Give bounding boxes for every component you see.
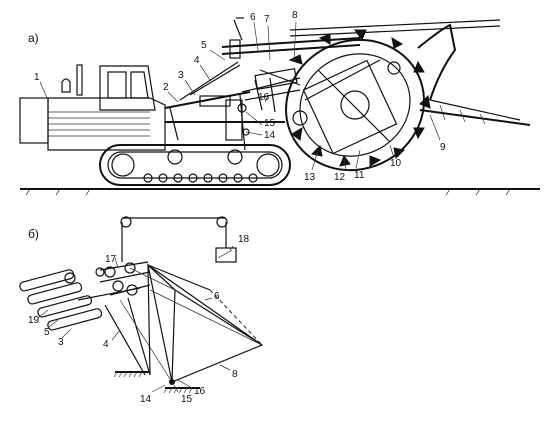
panel-a: а) (19, 10, 540, 196)
callout-b-14: 14 (140, 394, 152, 405)
boom-linkage (164, 17, 501, 151)
callout-2: 2 (163, 82, 169, 93)
callout-6: 6 (250, 12, 256, 23)
working-body-geometry (119, 263, 264, 383)
callout-11: 11 (354, 170, 365, 181)
hydraulic-cylinders (19, 267, 105, 331)
callout-3: 3 (178, 70, 184, 81)
trench-wheel (285, 29, 431, 172)
callout-13: 13 (304, 172, 316, 183)
tractor-body (19, 64, 166, 151)
frame-linkage (77, 261, 151, 376)
callout-17: 17 (105, 254, 117, 265)
callout-7: 7 (264, 14, 270, 25)
callout-b-8: 8 (232, 369, 238, 380)
panel-b: б) (19, 216, 264, 405)
callout-b-16: 16 (194, 386, 206, 397)
callout-5: 5 (201, 40, 207, 51)
ground-hatch-b (113, 371, 200, 394)
ground-hatching (25, 188, 511, 196)
panel-a-label: а) (28, 31, 39, 45)
leader-lines-a (39, 21, 441, 171)
motor-18 (215, 247, 237, 263)
callout-4: 4 (194, 55, 200, 66)
callout-12: 12 (334, 172, 346, 183)
callout-15: 15 (264, 118, 276, 129)
cable-system (120, 216, 237, 263)
callout-b-3: 3 (58, 337, 64, 348)
crawler-track (99, 144, 291, 186)
callout-16: 16 (258, 92, 270, 103)
panel-b-label: б) (28, 227, 39, 241)
callout-b-15: 15 (181, 394, 193, 405)
callouts-a: 1 2 3 4 5 6 7 8 9 10 11 12 13 14 15 16 (34, 10, 446, 183)
callout-18: 18 (238, 234, 250, 245)
callout-b-4: 4 (103, 339, 109, 350)
callout-1: 1 (34, 72, 40, 83)
callouts-b: 17 18 19 5 3 4 6 8 14 15 16 (28, 234, 250, 405)
trench-cleaner (417, 23, 531, 126)
callout-14: 14 (264, 130, 276, 141)
leader-lines-b (37, 245, 234, 393)
callout-10: 10 (390, 158, 402, 169)
callout-b-5: 5 (44, 327, 50, 338)
callout-8: 8 (292, 10, 298, 21)
callout-9: 9 (440, 142, 446, 153)
callout-b-6: 6 (214, 291, 220, 302)
callout-19: 19 (28, 315, 40, 326)
